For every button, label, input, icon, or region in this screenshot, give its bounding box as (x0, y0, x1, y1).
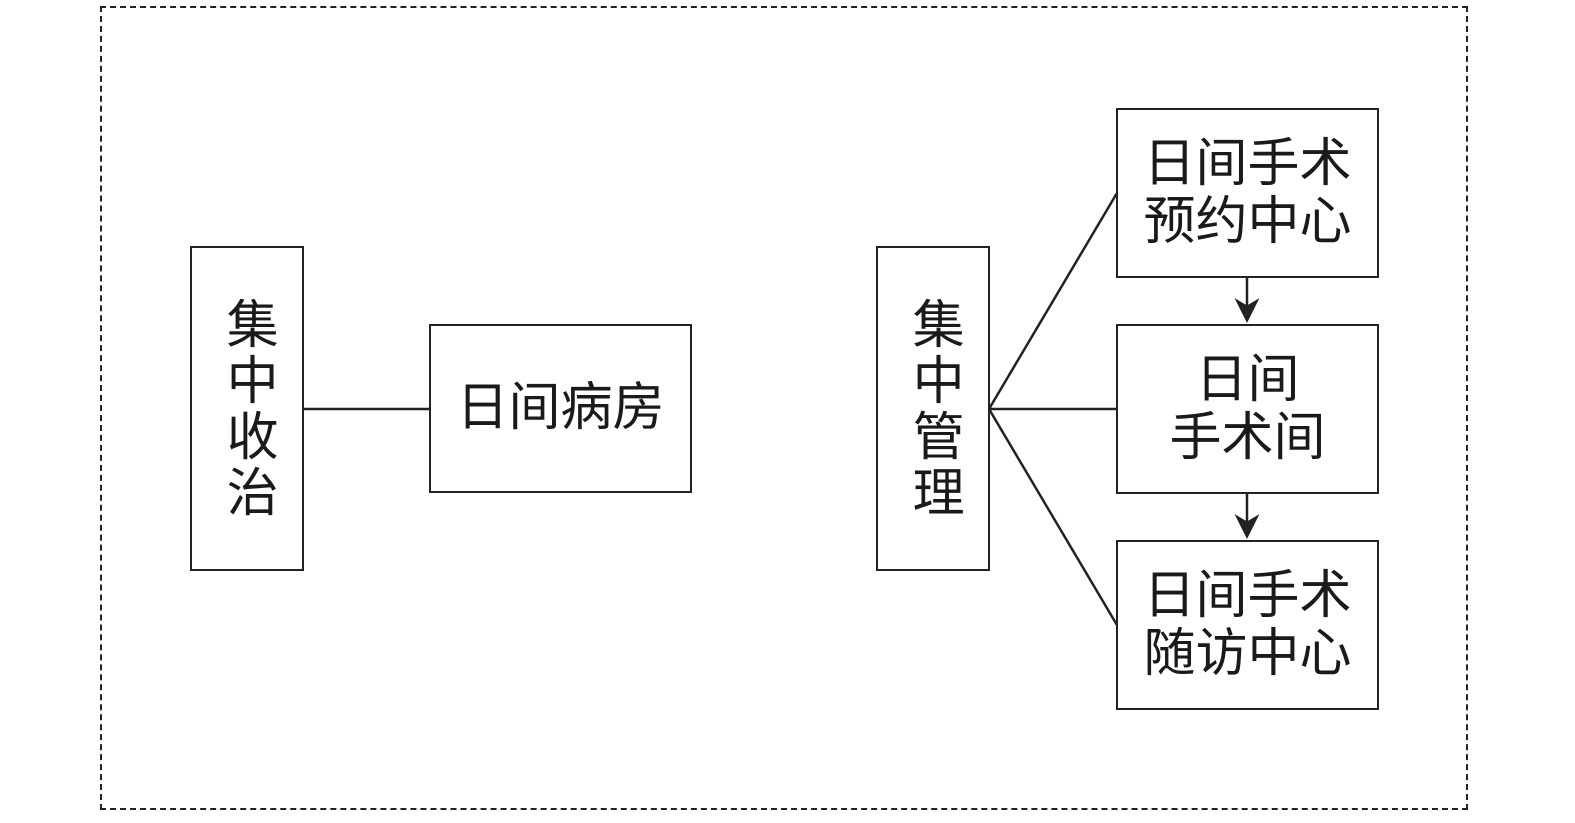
node-centralized-management-label: 集中管理 (903, 296, 964, 521)
dashed-boundary (100, 6, 1468, 810)
node-booking-center: 日间手术 预约中心 (1116, 108, 1379, 278)
node-day-ward-label: 日间病房 (456, 378, 665, 439)
node-operating-room: 日间 手术间 (1116, 324, 1379, 494)
link-management-to-followup (987, 408, 1119, 626)
node-centralized-admission-label: 集中收治 (217, 296, 278, 521)
node-centralized-management: 集中管理 (876, 246, 990, 571)
node-followup-center-label: 日间手术 随访中心 (1143, 565, 1352, 684)
node-followup-center: 日间手术 随访中心 (1116, 540, 1379, 710)
node-booking-center-label: 日间手术 预约中心 (1143, 133, 1352, 252)
node-day-ward: 日间病房 (429, 324, 692, 493)
node-operating-room-label: 日间 手术间 (1169, 349, 1326, 468)
node-centralized-admission: 集中收治 (190, 246, 304, 571)
link-management-to-booking (987, 192, 1119, 410)
